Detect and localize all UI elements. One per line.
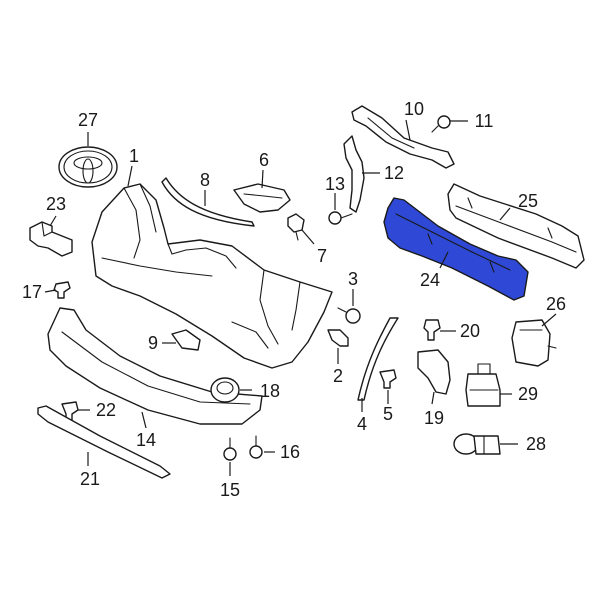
callout-5: 5 xyxy=(383,404,393,424)
part-16-bolt xyxy=(249,435,263,459)
callout-25: 25 xyxy=(518,191,538,211)
callout-10: 10 xyxy=(404,99,424,119)
part-29-sensor xyxy=(465,363,501,407)
callout-6: 6 xyxy=(259,150,269,170)
callout-8: 8 xyxy=(200,170,210,190)
callout-26: 26 xyxy=(546,294,566,314)
callout-7: 7 xyxy=(317,246,327,266)
leader-lines xyxy=(44,119,557,476)
callout-27: 27 xyxy=(78,110,98,130)
callout-1: 1 xyxy=(129,146,139,166)
callout-23: 23 xyxy=(46,194,66,214)
part-24-reinforcement-highlighted xyxy=(383,197,529,301)
part-19-bracket xyxy=(417,349,451,395)
callout-3: 3 xyxy=(348,269,358,289)
part-3-bolt xyxy=(337,307,361,324)
callout-24: 24 xyxy=(420,270,440,290)
callout-20: 20 xyxy=(460,321,480,341)
part-6-bracket xyxy=(233,183,291,213)
part-13-bolt xyxy=(328,211,353,225)
callout-9: 9 xyxy=(148,333,158,353)
callout-13: 13 xyxy=(325,174,345,194)
callout-17: 17 xyxy=(22,282,42,302)
callout-18: 18 xyxy=(260,381,280,401)
part-4-molding xyxy=(357,317,399,401)
callout-29: 29 xyxy=(518,384,538,404)
part-1-bumper-cover xyxy=(91,183,333,369)
part-15-bolt xyxy=(223,437,237,461)
callout-28: 28 xyxy=(526,434,546,454)
part-9-clip xyxy=(171,329,201,351)
part-26-sensor-module xyxy=(511,319,557,367)
callout-2: 2 xyxy=(333,366,343,386)
part-18-fog-bracket xyxy=(210,377,240,403)
callout-labels: 27 23 17 1 8 6 7 10 11 12 13 24 25 3 2 4… xyxy=(22,99,566,500)
part-5-clip xyxy=(379,369,397,389)
callout-11: 11 xyxy=(475,111,494,131)
part-2-clip xyxy=(327,329,349,347)
part-22-clip xyxy=(61,401,79,421)
part-14-lower-spoiler xyxy=(47,307,263,425)
part-23-bracket xyxy=(29,221,73,257)
callout-4: 4 xyxy=(357,414,367,434)
callout-19: 19 xyxy=(424,408,444,428)
part-27-emblem xyxy=(58,146,118,188)
part-11-bolt xyxy=(431,115,451,133)
part-12-bracket xyxy=(343,135,365,213)
part-20-clip xyxy=(423,319,441,341)
part-8-molding xyxy=(161,177,255,227)
part-17-clip xyxy=(53,281,71,299)
callout-14: 14 xyxy=(136,430,156,450)
part-21-lower-strip xyxy=(37,405,171,479)
callout-21: 21 xyxy=(80,469,100,489)
callout-22: 22 xyxy=(96,400,116,420)
callout-16: 16 xyxy=(280,442,300,462)
callout-15: 15 xyxy=(220,480,240,500)
part-7-screw xyxy=(287,213,305,241)
part-10-bracket xyxy=(351,105,455,169)
callout-12: 12 xyxy=(384,163,404,183)
part-25-absorber xyxy=(447,183,585,269)
part-28-parking-sensor xyxy=(453,433,501,455)
